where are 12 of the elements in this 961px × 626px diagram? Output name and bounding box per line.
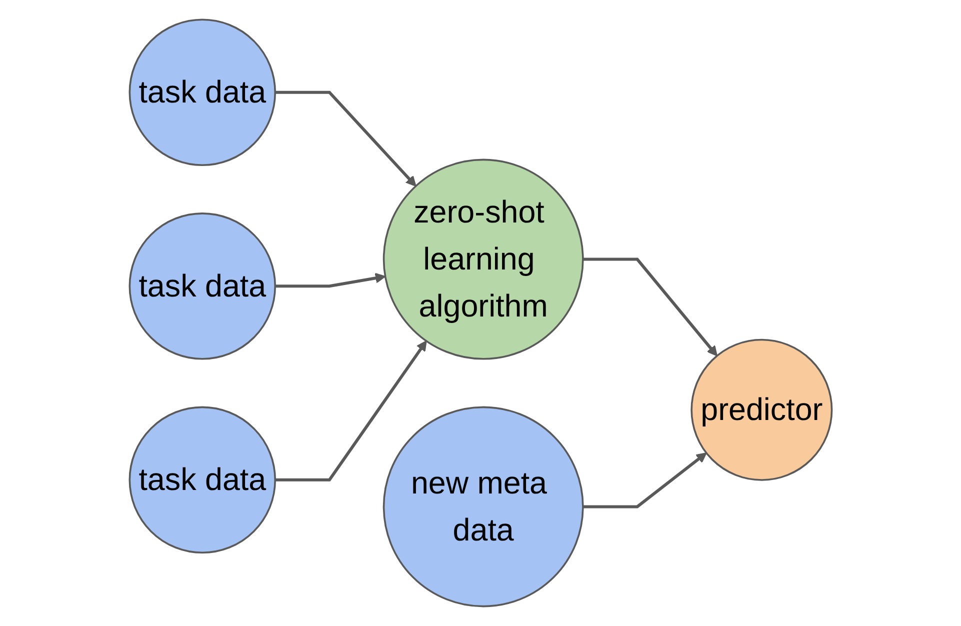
node-circle (382, 158, 584, 360)
arrow (274, 90, 416, 187)
node-circle (128, 212, 276, 360)
node-circle (128, 18, 276, 166)
arrow (582, 452, 707, 508)
node-circle (128, 406, 276, 554)
node-circle (382, 406, 584, 608)
flowchart-drawing: task data task data task data zero-shot learning algorithm new meta data predictor (120, 10, 842, 616)
arrow (274, 340, 427, 482)
arrow (274, 272, 386, 288)
node-circle (690, 338, 832, 481)
arrow (582, 258, 718, 356)
